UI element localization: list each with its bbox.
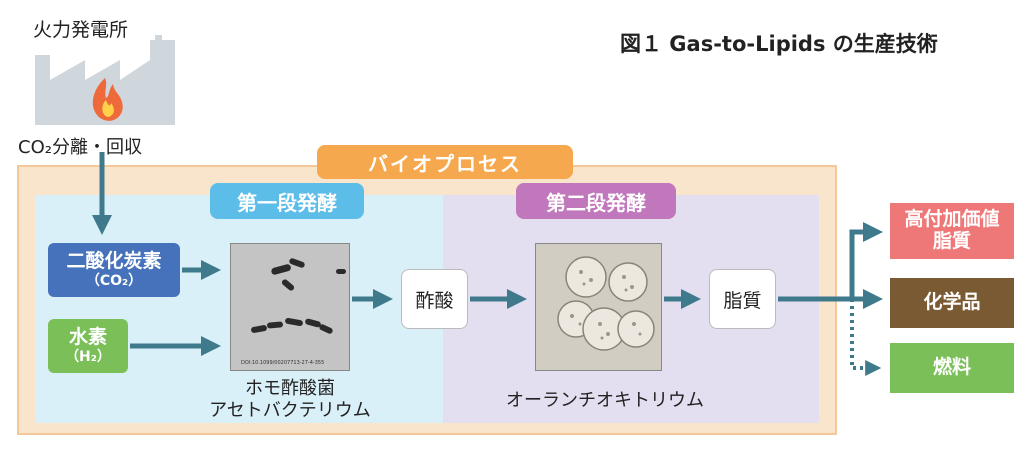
stage2-label: 第二段発酵 <box>516 183 676 219</box>
stage2-organism-caption: オーランチオキトリウム <box>506 390 704 411</box>
high-value-lipid-line2: 脂質 <box>932 230 971 252</box>
photo-doi: DOI:10.1099/00207713-27-4-355 <box>241 360 325 366</box>
flame-icon <box>92 78 123 121</box>
stage1-organism-line2: アセトバクテリウム <box>209 399 371 421</box>
bioprocess-label: バイオプロセス <box>317 145 573 179</box>
stage1-label: 第一段発酵 <box>210 183 364 219</box>
arrow-to-fuel-dotted <box>850 299 882 376</box>
high-value-lipid-line1: 高付加価値 <box>904 208 1000 231</box>
co2-name: 二酸化炭素 <box>66 250 162 273</box>
acetic-acid-box: 酢酸 <box>401 269 468 329</box>
co2-input-box: 二酸化炭素 （CO₂） <box>48 243 180 297</box>
power-plant-label: 火力発電所 <box>33 19 129 41</box>
rod-bacteria-illustration <box>231 244 349 370</box>
chemicals-box: 化学品 <box>890 278 1014 328</box>
high-value-lipid-box: 高付加価値 脂質 <box>890 203 1014 259</box>
arrow-to-high-value-lipid <box>778 222 883 302</box>
stage1-organism-caption: ホモ酢酸菌 アセトバクテリウム <box>170 378 410 421</box>
co2-formula: （CO₂） <box>85 272 143 289</box>
stage1-organism-line1: ホモ酢酸菌 <box>245 378 335 399</box>
aurantiochytrium-micrograph <box>535 243 662 371</box>
fuel-box: 燃料 <box>890 343 1014 393</box>
figure-title: 図１ Gas-to-Lipids の生産技術 <box>620 32 938 56</box>
h2-name: 水素 <box>68 326 107 349</box>
h2-input-box: 水素 （H₂） <box>48 319 128 373</box>
h2-formula: （H₂） <box>65 348 111 365</box>
acetobacterium-micrograph: DOI:10.1099/00207713-27-4-355 <box>230 243 350 371</box>
lipid-box: 脂質 <box>709 269 776 329</box>
factory-illustration <box>35 35 175 125</box>
co2-separation-label: CO₂分離・回収 <box>18 137 142 158</box>
spherical-cells-illustration <box>536 244 661 370</box>
